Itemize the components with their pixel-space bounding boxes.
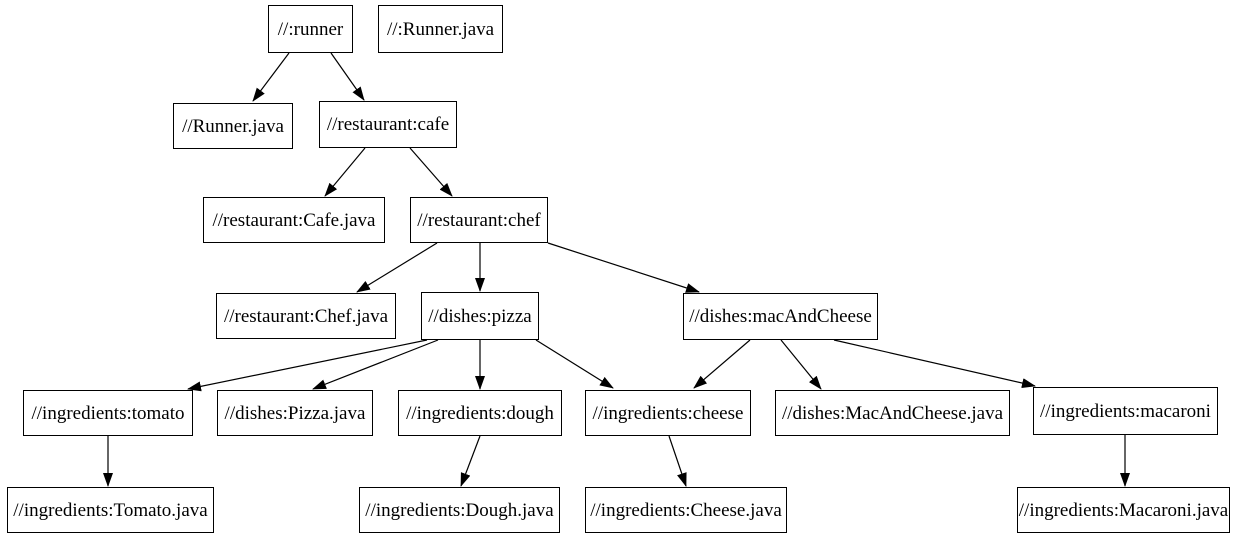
graph-node-mac-and-cheese: //dishes:macAndCheese [683,293,878,340]
graph-edge-chef-to-chef-java [356,242,438,293]
graph-edge-dough-to-dough-java [460,435,481,487]
graph-node-dough-java: //ingredients:Dough.java [359,487,560,533]
graph-node-label: //ingredients:Tomato.java [13,499,208,521]
graph-edge-cafe-to-cafe-java [324,147,366,197]
graph-edge-cheese-to-cheese-java [668,435,687,487]
graph-node-label: //ingredients:Macaroni.java [1018,499,1229,521]
graph-node-label: //ingredients:cheese [592,402,744,424]
graph-node-label: //ingredients:Dough.java [365,499,554,521]
graph-node-mac-and-cheese-java: //dishes:MacAndCheese.java [775,390,1010,436]
graph-node-label: //restaurant:cafe [326,114,450,135]
graph-node-label: //ingredients:tomato [31,402,185,424]
graph-edge-pizza-to-cheese [535,339,614,389]
graph-node-cheese: //ingredients:cheese [585,390,751,436]
graph-node-label: //restaurant:Chef.java [223,305,389,327]
graph-node-tomato-java: //ingredients:Tomato.java [7,487,214,533]
graph-edge-mac-and-cheese-to-macaroni [833,339,1036,388]
graph-node-label: //ingredients:Cheese.java [590,499,782,521]
graph-node-chef-java: //restaurant:Chef.java [216,293,396,339]
graph-node-cheese-java: //ingredients:Cheese.java [585,487,787,533]
graph-node-runner-java-root: //:Runner.java [378,5,503,53]
graph-node-label: //ingredients:macaroni [1040,400,1211,422]
graph-node-chef: //restaurant:chef [410,197,548,243]
graph-node-label: //:Runner.java [386,18,495,40]
graph-edge-mac-and-cheese-to-cheese [693,339,751,389]
graph-edge-runner-to-cafe [330,52,365,101]
graph-edge-pizza-to-tomato [187,339,428,392]
graph-node-dough: //ingredients:dough [398,390,562,436]
graph-node-label: //dishes:pizza [428,305,532,327]
graph-edge-chef-to-mac-and-cheese [547,242,700,293]
graph-edge-runner-to-runner-java [252,52,290,102]
graph-node-label: //ingredients:dough [406,402,554,424]
graph-node-label: //restaurant:Cafe.java [212,209,376,231]
graph-node-label: //restaurant:chef [417,209,541,231]
graph-node-runner-java: //Runner.java [173,103,293,149]
graph-node-label: //dishes:macAndCheese [689,306,872,327]
graph-node-label: //dishes:Pizza.java [224,402,366,424]
graph-node-pizza-java: //dishes:Pizza.java [217,390,373,436]
graph-edge-pizza-to-pizza-java [312,339,439,390]
graph-node-label: //Runner.java [182,115,284,137]
graph-node-macaroni-java: //ingredients:Macaroni.java [1017,487,1230,533]
graph-node-cafe-java: //restaurant:Cafe.java [203,197,385,243]
graph-node-pizza: //dishes:pizza [421,292,539,340]
graph-node-runner: //:runner [268,5,353,53]
graph-edge-cafe-to-chef [409,147,453,197]
graph-node-label: //dishes:MacAndCheese.java [781,402,1004,424]
graph-node-label: //:runner [277,18,344,40]
graph-node-tomato: //ingredients:tomato [23,390,193,436]
graph-node-cafe: //restaurant:cafe [319,101,457,148]
graph-edge-mac-and-cheese-to-mac-and-cheese-java [780,339,822,390]
graph-node-macaroni: //ingredients:macaroni [1033,387,1218,435]
